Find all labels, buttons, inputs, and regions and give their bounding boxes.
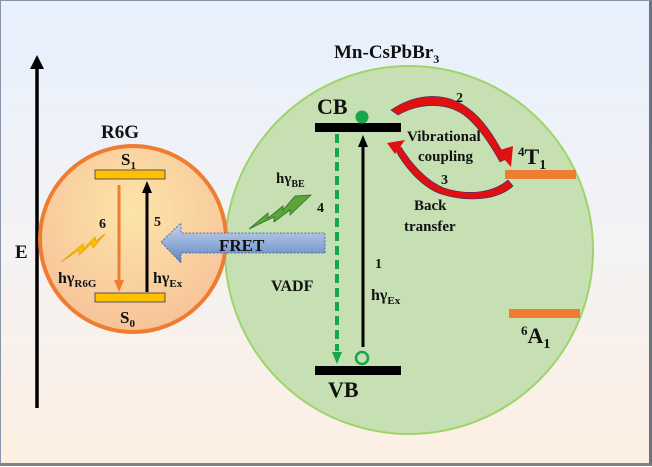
vb-label: VB <box>328 377 359 402</box>
step-3-label: 3 <box>441 173 448 188</box>
r6g-emission-lightning-icon <box>60 233 106 263</box>
t1-label: 4T1 <box>518 144 546 173</box>
axis-arrowhead-icon <box>30 55 44 69</box>
a1-level <box>509 309 580 318</box>
step-4-label: 4 <box>317 201 324 216</box>
vadf-arrowhead-icon <box>332 352 342 364</box>
r6g-s0-level <box>94 292 166 303</box>
r6g-emission-label: hγR6G <box>58 270 97 290</box>
electron-dot-icon <box>355 110 369 124</box>
t1-level <box>505 170 576 179</box>
be-emission-lightning-icon <box>248 194 313 230</box>
fret-arrow <box>160 222 326 264</box>
mn-excitation-label: hγEx <box>371 287 401 307</box>
r6g-s1-level <box>94 169 166 180</box>
r6g-emission-arrowhead-icon <box>114 280 124 292</box>
a1-label: 6A1 <box>521 323 550 352</box>
cb-label: CB <box>317 94 348 119</box>
vibrational-coupling-arrowhead-icon <box>497 146 513 167</box>
axis-label: E <box>15 242 28 263</box>
fret-label: FRET <box>219 236 265 255</box>
vibrational-coupling-arrow <box>390 96 507 163</box>
vibrational-label-line1: Vibrational <box>407 129 481 145</box>
s1-label: S1 <box>121 150 136 172</box>
r6g-title: R6G <box>101 122 139 143</box>
vadf-label: VADF <box>271 278 314 295</box>
hole-circle-icon <box>354 350 370 366</box>
vb-level <box>315 366 401 375</box>
energy-axis: E <box>15 55 44 408</box>
back-transfer-line2: transfer <box>404 219 456 235</box>
cb-level <box>315 123 401 132</box>
mn-title: Mn-CsPbBr3 <box>334 42 439 66</box>
step-1-label: 1 <box>375 257 382 272</box>
back-transfer-line1: Back <box>414 198 447 214</box>
vibrational-label-line2: coupling <box>418 149 474 165</box>
step-6-label: 6 <box>99 217 106 232</box>
step-5-label: 5 <box>154 215 161 230</box>
be-label: hγBE <box>276 171 305 190</box>
s0-label: S0 <box>120 308 135 330</box>
back-transfer-arrowhead-icon <box>387 140 405 154</box>
r6g-excitation-arrowhead-icon <box>142 181 152 193</box>
mn-excitation-arrowhead-icon <box>358 135 368 147</box>
step-2-label: 2 <box>456 91 463 106</box>
r6g-excitation-label: hγEx <box>153 270 183 290</box>
